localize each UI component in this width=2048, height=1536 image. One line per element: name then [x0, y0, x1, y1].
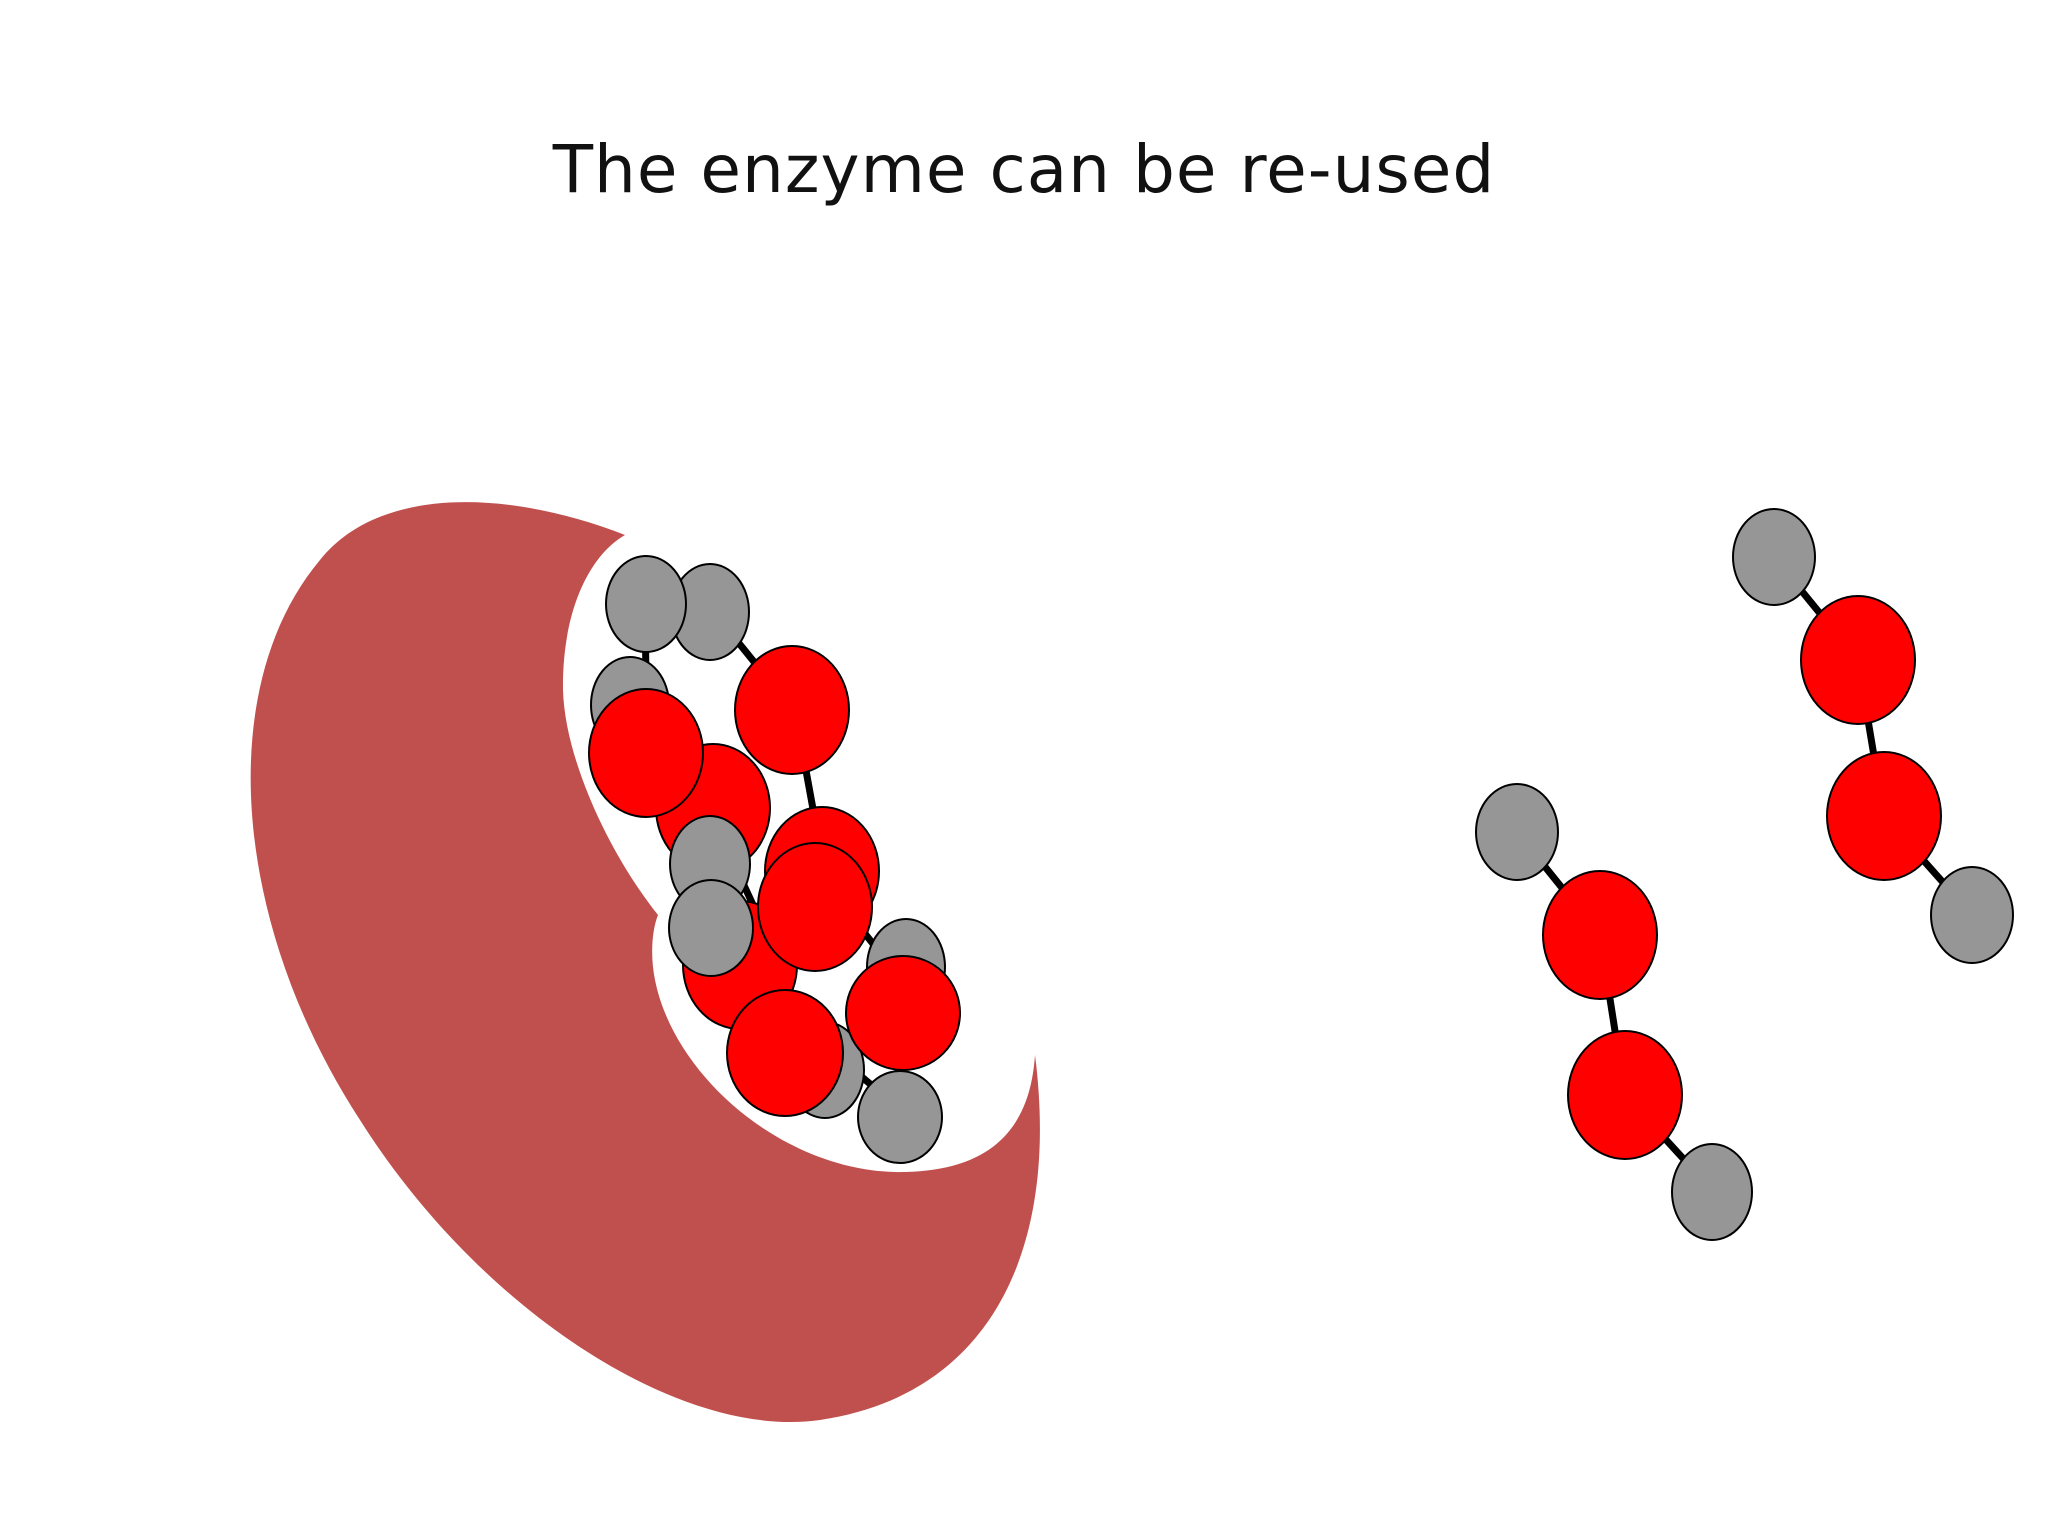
- oxygen-atom: [757, 842, 873, 972]
- oxygen-atom: [1800, 595, 1916, 725]
- oxygen-atom: [1567, 1030, 1683, 1160]
- substrate-cluster: [588, 555, 961, 1164]
- hydrogen-atom: [1930, 866, 2014, 964]
- hydrogen-atom: [1671, 1143, 1753, 1241]
- hydrogen-atom: [1475, 783, 1559, 881]
- hydrogen-atom: [857, 1070, 943, 1164]
- hydrogen-atom: [668, 879, 754, 977]
- oxygen-atom: [734, 645, 850, 775]
- hydrogen-atom: [605, 555, 687, 653]
- hydrogen-atom: [1732, 508, 1816, 606]
- oxygen-atom: [588, 688, 704, 818]
- released-molecule-1: [1475, 783, 1753, 1241]
- oxygen-atom: [1826, 751, 1942, 881]
- enzyme: [250, 502, 1040, 1423]
- oxygen-atom: [726, 989, 844, 1117]
- oxygen-atom: [1542, 870, 1658, 1000]
- oxygen-atom: [845, 955, 961, 1071]
- released-molecule-2: [1732, 508, 2014, 964]
- slide-title: The enzyme can be re-used: [552, 131, 1496, 208]
